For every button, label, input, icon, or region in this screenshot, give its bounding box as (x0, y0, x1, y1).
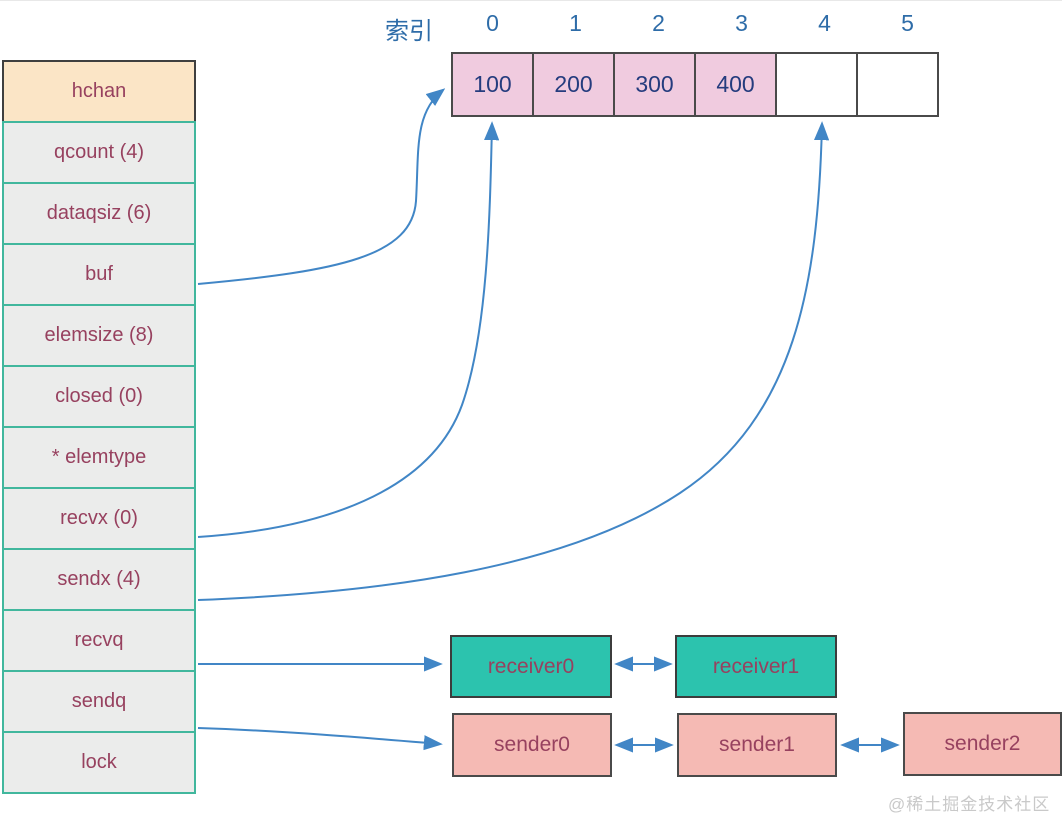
receiver1-box: receiver1 (675, 635, 837, 698)
struct-row-lock: lock (2, 731, 196, 794)
buffer-cell-5 (856, 52, 939, 117)
index-label-1: 1 (569, 10, 582, 36)
index-label-5: 5 (901, 10, 914, 36)
index-label-4: 4 (818, 10, 831, 36)
recvx-to-cell0-arrow (197, 121, 500, 538)
index-label-3: 3 (735, 10, 748, 36)
array-index-row: 0 1 2 3 4 5 (451, 10, 949, 37)
ring-buffer-array: 100 200 300 400 (451, 52, 939, 117)
index-label-0: 0 (486, 10, 499, 36)
struct-row-sendx: sendx (4) (2, 548, 196, 611)
sender1-box: sender1 (677, 713, 837, 777)
struct-row-hchan: hchan (2, 60, 196, 123)
buffer-cell-0: 100 (451, 52, 534, 117)
struct-row-closed: closed (0) (2, 365, 196, 428)
struct-row-qcount: qcount (4) (2, 121, 196, 184)
buf-to-array-arrow (197, 88, 446, 285)
sendx-to-cell4-arrow (197, 121, 830, 601)
sendq-to-sender0-arrow (197, 727, 443, 751)
buffer-cell-3: 400 (694, 52, 777, 117)
struct-row-buf: buf (2, 243, 196, 306)
struct-row-elemtype: * elemtype (2, 426, 196, 489)
struct-row-recvx: recvx (0) (2, 487, 196, 550)
receiver0-box: receiver0 (450, 635, 612, 698)
array-index-title: 索引 (385, 18, 433, 45)
struct-row-sendq: sendq (2, 670, 196, 733)
buffer-cell-2: 300 (613, 52, 696, 117)
hchan-struct-table: hchan qcount (4) dataqsiz (6) buf elemsi… (2, 60, 196, 794)
index-label-2: 2 (652, 10, 665, 36)
struct-row-elemsize: elemsize (8) (2, 304, 196, 367)
watermark: @稀土掘金技术社区 (888, 795, 1051, 814)
sender2-box: sender2 (903, 712, 1062, 776)
struct-row-recvq: recvq (2, 609, 196, 672)
buffer-cell-1: 200 (532, 52, 615, 117)
buffer-cell-4 (775, 52, 858, 117)
sender0-box: sender0 (452, 713, 612, 777)
struct-row-dataqsiz: dataqsiz (6) (2, 182, 196, 245)
